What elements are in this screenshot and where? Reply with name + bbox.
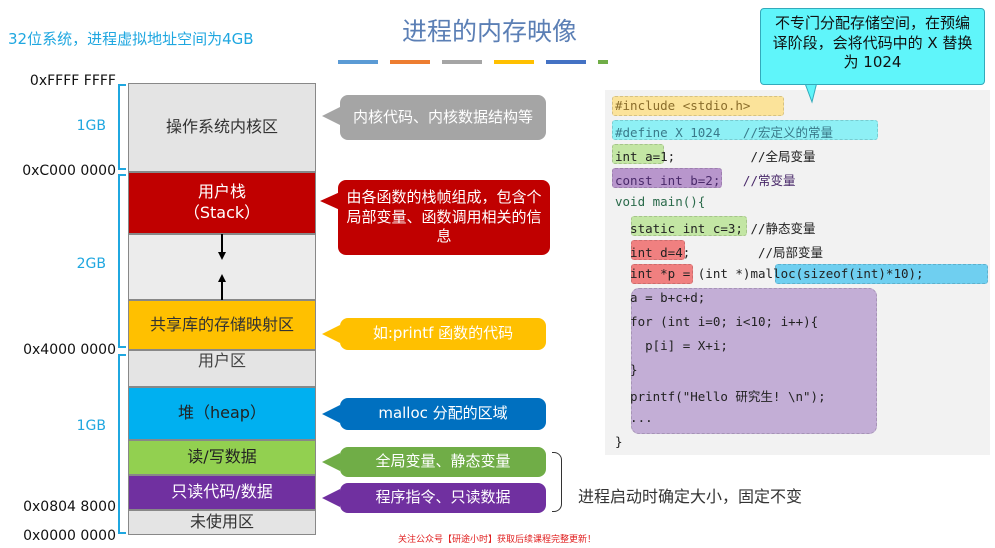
rw-data-segment: 读/写数据	[128, 440, 316, 475]
code-line: int d=4; //局部变量	[615, 245, 824, 260]
stack-callout: 由各函数的栈帧组成，包含个局部变量、函数调用相关的信息	[338, 180, 550, 255]
define-callout: 不专门分配存储空间，在预编译阶段，会将代码中的 X 替换为 1024	[760, 8, 985, 85]
page-title: 进程的内存映像	[402, 17, 578, 46]
size-bracket	[118, 84, 126, 170]
code-line: static int c=3; //静态变量	[615, 221, 816, 236]
kernel-callout: 内核代码、内核数据结构等	[340, 95, 546, 140]
code-line: #define X 1024 //宏定义的常量	[615, 125, 833, 140]
ro-code-segment: 只读代码/数据	[128, 475, 316, 510]
accent-bar	[442, 60, 482, 64]
shared-lib-segment: 共享库的存储映射区	[128, 300, 316, 350]
shared-callout: 如:printf 函数的代码	[340, 318, 546, 350]
size-label: 1GB	[76, 418, 106, 434]
stack-label-en: （Stack）	[183, 203, 261, 222]
code-line: }	[615, 362, 638, 377]
address-label: 0x0000 0000	[23, 528, 116, 544]
code-line: int a=1; //全局变量	[615, 149, 816, 164]
code-line: int *p = (int *)malloc(sizeof(int)*10);	[615, 266, 924, 281]
heap-callout: malloc 分配的区域	[340, 398, 546, 430]
accent-bar	[598, 60, 608, 64]
size-label: 2GB	[76, 256, 106, 272]
rw-callout: 全局变量、静态变量	[340, 447, 546, 477]
code-line: printf("Hello 研究生! \n");	[615, 389, 826, 404]
free-gap-segment	[128, 234, 316, 300]
size-bracket	[118, 174, 126, 348]
address-label: 0xFFFF FFFF	[29, 73, 116, 89]
code-panel: #include <stdio.h> #define X 1024 //宏定义的…	[605, 90, 990, 455]
size-label: 1GB	[76, 118, 106, 134]
subtitle: 32位系统，进程虚拟地址空间为4GB	[8, 30, 254, 48]
unused-segment: 未使用区	[128, 510, 316, 535]
accent-bar	[546, 60, 586, 64]
size-bracket	[118, 354, 126, 534]
growth-arrows-icon	[218, 234, 226, 300]
stack-label: 用户栈	[197, 182, 246, 202]
accent-bar	[390, 60, 430, 64]
address-label: 0x4000 0000	[23, 342, 116, 358]
brace-note: 进程启动时确定大小，固定不变	[578, 487, 803, 506]
code-line: a = b+c+d;	[615, 290, 706, 305]
code-line: const int b=2; //常变量	[615, 173, 796, 188]
code-line: }	[615, 434, 623, 449]
user-area-label: 用户区	[128, 350, 316, 387]
code-line: ...	[615, 410, 653, 425]
accent-bar	[494, 60, 534, 64]
accent-bar	[338, 60, 378, 64]
code-line: #include <stdio.h>	[615, 98, 751, 113]
code-line: for (int i=0; i<10; i++){	[615, 314, 819, 329]
heap-segment: 堆（heap）	[128, 387, 316, 440]
address-label: 0x0804 8000	[23, 499, 116, 515]
code-line: p[i] = X+i;	[615, 338, 728, 353]
stack-segment: 用户栈 （Stack）	[128, 172, 316, 234]
kernel-segment: 操作系统内核区	[128, 83, 316, 172]
address-label: 0xC000 0000	[22, 163, 116, 179]
ro-callout: 程序指令、只读数据	[340, 483, 546, 513]
footer-note: 关注公众号【研途小时】获取后续课程完整更新！	[398, 535, 597, 545]
code-line: void main(){	[615, 194, 706, 209]
brace-icon	[552, 452, 562, 512]
